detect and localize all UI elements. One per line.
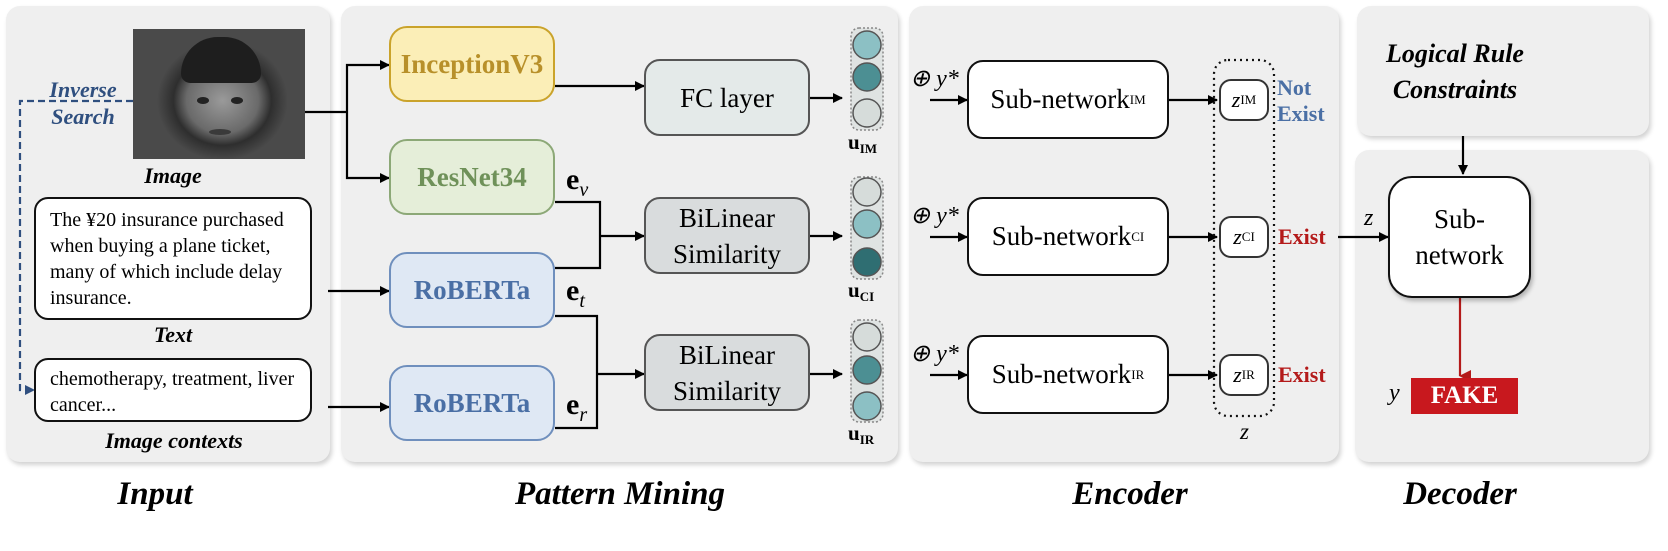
section-decoder: Decoder [1403,476,1517,512]
section-encoder: Encoder [1072,476,1188,512]
bilinear-2-line1: BiLinear [679,339,775,370]
resnet34-label: ResNet34 [417,161,527,192]
vector-dots-ir [850,319,884,423]
not-exist-label: Not Exist [1277,75,1325,126]
contexts-label: Image contexts [105,428,243,453]
image-label: Image [144,163,202,188]
text-content: The ¥20 insurance purchased when buying … [50,209,284,309]
vector-dots-im [850,27,884,131]
ev-label: ev [566,163,589,201]
bilinear-similarity-1-box: BiLinear Similarity [644,197,810,274]
subnetwork-im-label: Sub-network [990,84,1130,114]
text-label: Text [153,322,193,347]
oplus-label-3: ⊕ y* [910,341,959,367]
subnetwork-ci-label: Sub-network [991,221,1132,251]
bilinear-1-line2: Similarity [673,238,781,269]
exist-label-ir: Exist [1278,362,1326,387]
inceptionv3-label: InceptionV3 [400,48,544,79]
roberta-text-label: RoBERTa [413,274,531,305]
er-label: er [566,388,588,426]
decoder-subnetwork-label: Sub-network [1415,204,1504,270]
exist-label-ci: Exist [1278,224,1326,249]
roberta-text-box: RoBERTa [389,252,555,328]
roberta-contexts-box: RoBERTa [389,365,555,441]
subnetwork-ir-label: Sub-network [991,359,1132,389]
section-input: Input [117,476,193,512]
fc-layer-box: FC layer [644,59,810,136]
fc-layer-label: FC layer [680,82,774,113]
u-im-label: uIM [848,130,878,156]
oplus-label-1: ⊕ y* [910,66,959,92]
y-label: y [1389,380,1400,406]
fake-label: FAKE [1430,382,1499,409]
section-pattern-mining: Pattern Mining [515,476,725,512]
rules-panel [1357,6,1649,136]
bilinear-similarity-2-box: BiLinear Similarity [644,334,810,411]
resnet34-box: ResNet34 [389,139,555,215]
contexts-input-box: chemotherapy, treatment, liver cancer... [34,358,312,422]
inceptionv3-box: InceptionV3 [389,26,555,102]
fake-badge: FAKE [1411,378,1518,414]
text-input-box: The ¥20 insurance purchased when buying … [34,197,312,320]
z-group-label: z [1240,419,1249,444]
vector-dots-ci [850,176,884,280]
logical-rule-label: Logical Rule Constraints [1386,39,1524,104]
roberta-contexts-label: RoBERTa [413,387,531,418]
u-ci-label: uCI [848,278,875,304]
z-input-label: z [1364,205,1374,231]
et-label: et [566,274,585,312]
bilinear-1-line1: BiLinear [679,202,775,233]
bilinear-2-line2: Similarity [673,375,781,406]
inverse-search-label: Inverse Search [49,77,117,129]
contexts-content: chemotherapy, treatment, liver cancer... [50,368,295,416]
oplus-label-2: ⊕ y* [910,203,959,229]
child-photo-icon [133,29,305,159]
decoder-subnetwork-box: Sub-network [1388,176,1531,298]
u-ir-label: uIR [848,421,875,447]
